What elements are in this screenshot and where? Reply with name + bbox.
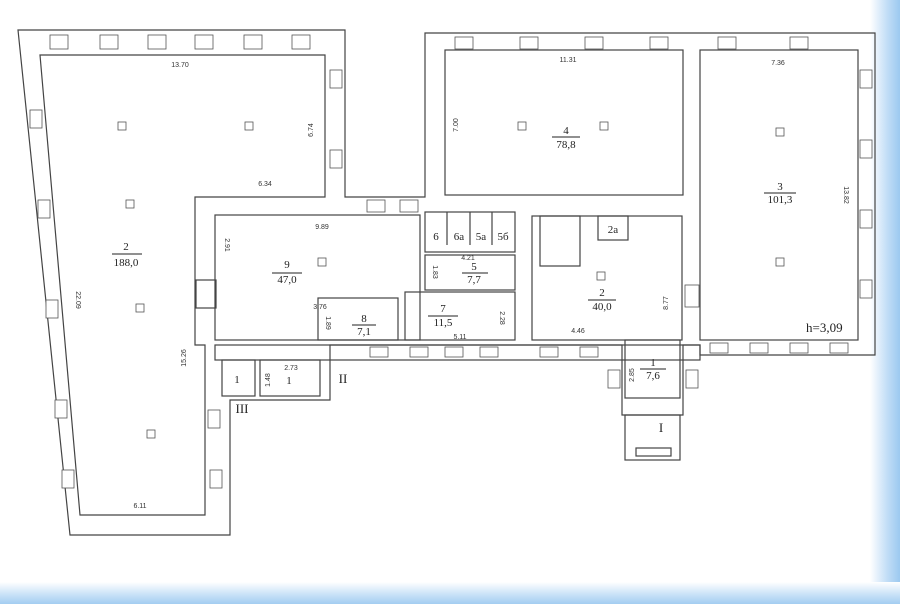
dim: 8.77 [663, 296, 670, 310]
dim: 2.85 [629, 368, 636, 382]
room-2-area: 188,0 [114, 257, 139, 269]
dim: 1.89 [324, 316, 331, 330]
room-5-area: 7,7 [467, 274, 481, 286]
room-3-number: 3 [777, 181, 783, 193]
entrance-II-label: II [339, 371, 348, 386]
dim: 5.11 [453, 334, 466, 341]
room-1-mid-number: 1 [286, 375, 292, 387]
dim: 15.26 [181, 349, 188, 367]
dim: 2.73 [284, 365, 298, 372]
dim: 13.70 [171, 62, 189, 69]
dim: 1.48 [265, 373, 272, 387]
column-marks [117, 121, 785, 439]
room-9-area: 47,0 [277, 274, 297, 286]
room-5-number: 5 [471, 261, 477, 273]
room-4-area: 78,8 [556, 139, 576, 151]
room-2-right-number: 2 [599, 287, 605, 299]
room-1-entrance-area: 7,6 [646, 370, 660, 382]
dim: 6.34 [258, 181, 272, 188]
windows [29, 34, 873, 489]
room-2-right-area: 40,0 [592, 301, 612, 313]
room-6a-number: 6a [454, 231, 465, 243]
room-3-area: 101,3 [768, 194, 793, 206]
room-6-number: 6 [433, 231, 439, 243]
room-7-number: 7 [440, 303, 446, 315]
dim: 22.09 [74, 291, 81, 309]
dim: 6.74 [308, 123, 315, 137]
dim: 2.91 [223, 238, 230, 252]
room-8-area: 7,1 [357, 326, 371, 338]
blue-frame-bottom [0, 582, 900, 604]
room-2-number: 2 [123, 241, 129, 253]
dim: 7.00 [453, 118, 460, 132]
dim: 11.31 [560, 57, 577, 64]
dim: 3.76 [313, 304, 327, 311]
dim: 2.28 [498, 311, 505, 325]
room-5a-number: 5a [476, 231, 487, 243]
dim: 1.83 [431, 265, 438, 279]
room-1-left-number: 1 [234, 374, 240, 386]
room-9-number: 9 [284, 259, 290, 271]
room-1-entrance-number: 1 [650, 357, 656, 369]
entrance-III-label: III [236, 401, 249, 416]
dim: 7.36 [771, 60, 785, 67]
ceiling-height-label: h=3,09 [806, 320, 843, 335]
dim: 4.46 [571, 328, 585, 335]
dim: 13.82 [842, 186, 849, 204]
dim: 9.89 [315, 224, 329, 231]
room-4-number: 4 [563, 125, 569, 137]
walls [17, 29, 876, 536]
room-8-number: 8 [361, 313, 367, 325]
entrance-I-label: I [659, 420, 663, 435]
dim: 4.21 [461, 255, 475, 262]
room-7-area: 11,5 [434, 317, 453, 329]
dim: 6.11 [133, 503, 146, 510]
room-5b-number: 5б [497, 231, 509, 243]
room-2a-number: 2a [608, 224, 619, 236]
